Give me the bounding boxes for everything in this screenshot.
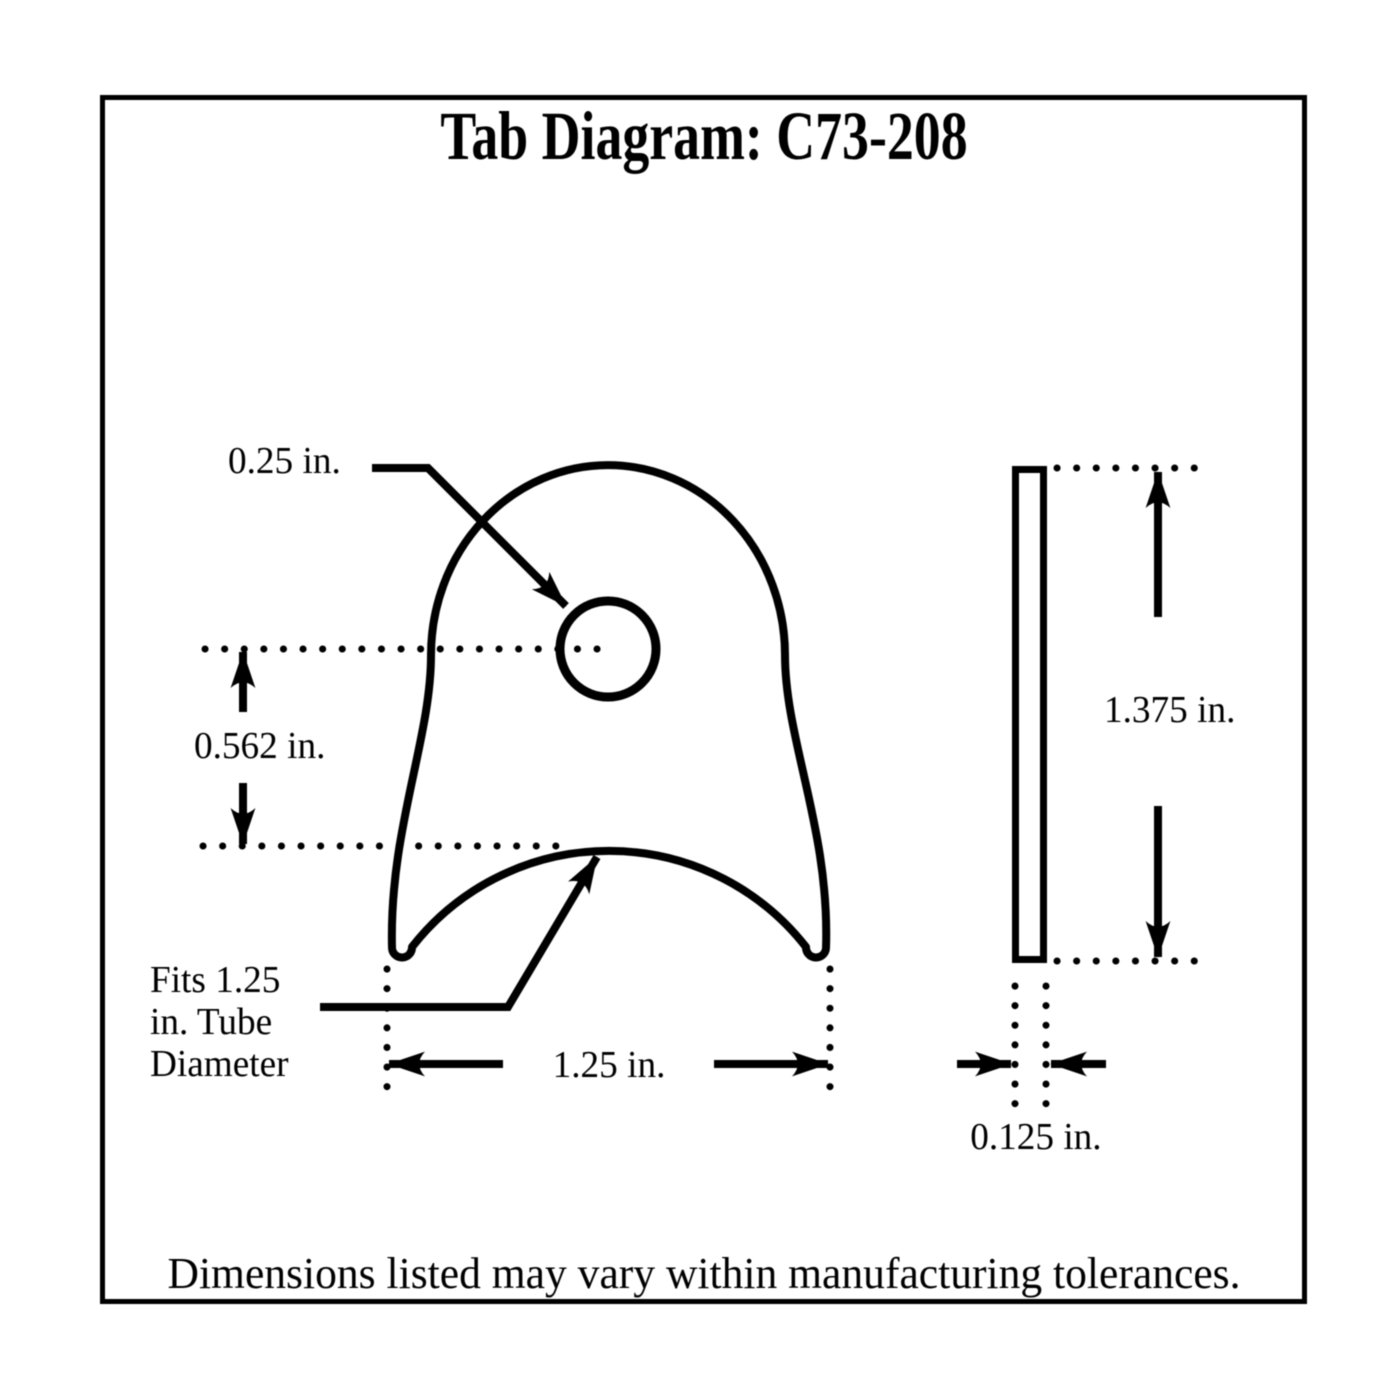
tube-fit-leader-arrow xyxy=(320,854,601,1011)
side-view-rect xyxy=(1012,466,1047,963)
dimension-arrows xyxy=(230,464,1171,1077)
tab-width-label: 1.25 in. xyxy=(552,1044,666,1086)
tube-fit-label: Fits 1.25 in. Tube Diameter xyxy=(150,959,289,1085)
tab-height-label: 1.375 in. xyxy=(1104,689,1236,731)
dotted-lines xyxy=(199,464,1207,1108)
diagram-border xyxy=(100,95,1307,1304)
tab-outline xyxy=(387,461,831,962)
thickness-label: 0.125 in. xyxy=(970,1116,1102,1158)
tolerance-note: Dimensions listed may vary within manufa… xyxy=(167,1249,1241,1298)
hole-offset-label: 0.562 in. xyxy=(194,725,326,767)
diagram-title: Tab Diagram: C73-208 xyxy=(440,98,968,174)
hole-diameter-label: 0.25 in. xyxy=(228,440,341,482)
hole-diameter-leader-arrow xyxy=(372,464,569,609)
